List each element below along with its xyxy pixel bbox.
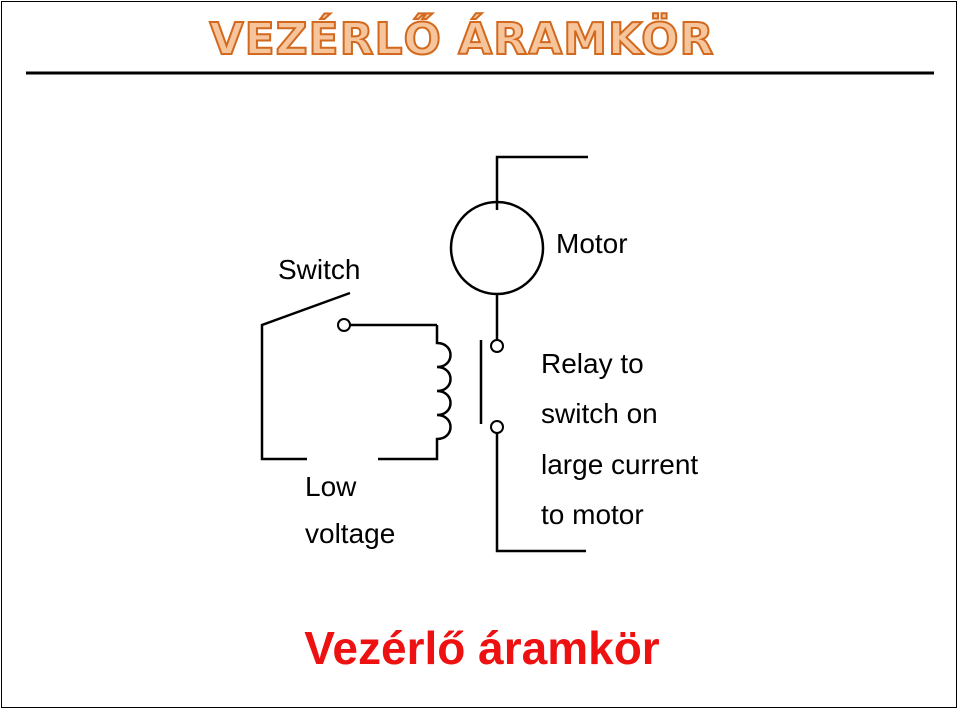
slide-caption: Vezérlő áramkör <box>304 622 660 674</box>
relay-contact-top <box>490 339 504 353</box>
relay-bottom-wire <box>495 433 586 553</box>
relay-label-line1: Relay to <box>541 348 644 379</box>
low-voltage-label-line2: voltage <box>305 518 395 549</box>
low-voltage-label-line1: Low <box>305 471 357 502</box>
relay-coil <box>378 325 452 461</box>
switch-contact <box>337 318 351 332</box>
motor-label: Motor <box>556 228 628 259</box>
circuit-diagram <box>260 155 588 553</box>
relay-contact-bottom <box>490 420 504 434</box>
relay-label-line3: large current <box>541 449 698 480</box>
switch-wire-left <box>260 291 351 461</box>
relay-label-line4: to motor <box>541 499 644 530</box>
switch-label: Switch <box>278 254 360 285</box>
slide-title: VEZÉRLŐ ÁRAMKÖR <box>210 12 715 65</box>
motor-top-wire <box>495 155 588 210</box>
motor-symbol <box>449 200 545 296</box>
relay-label-line2: switch on <box>541 398 658 429</box>
